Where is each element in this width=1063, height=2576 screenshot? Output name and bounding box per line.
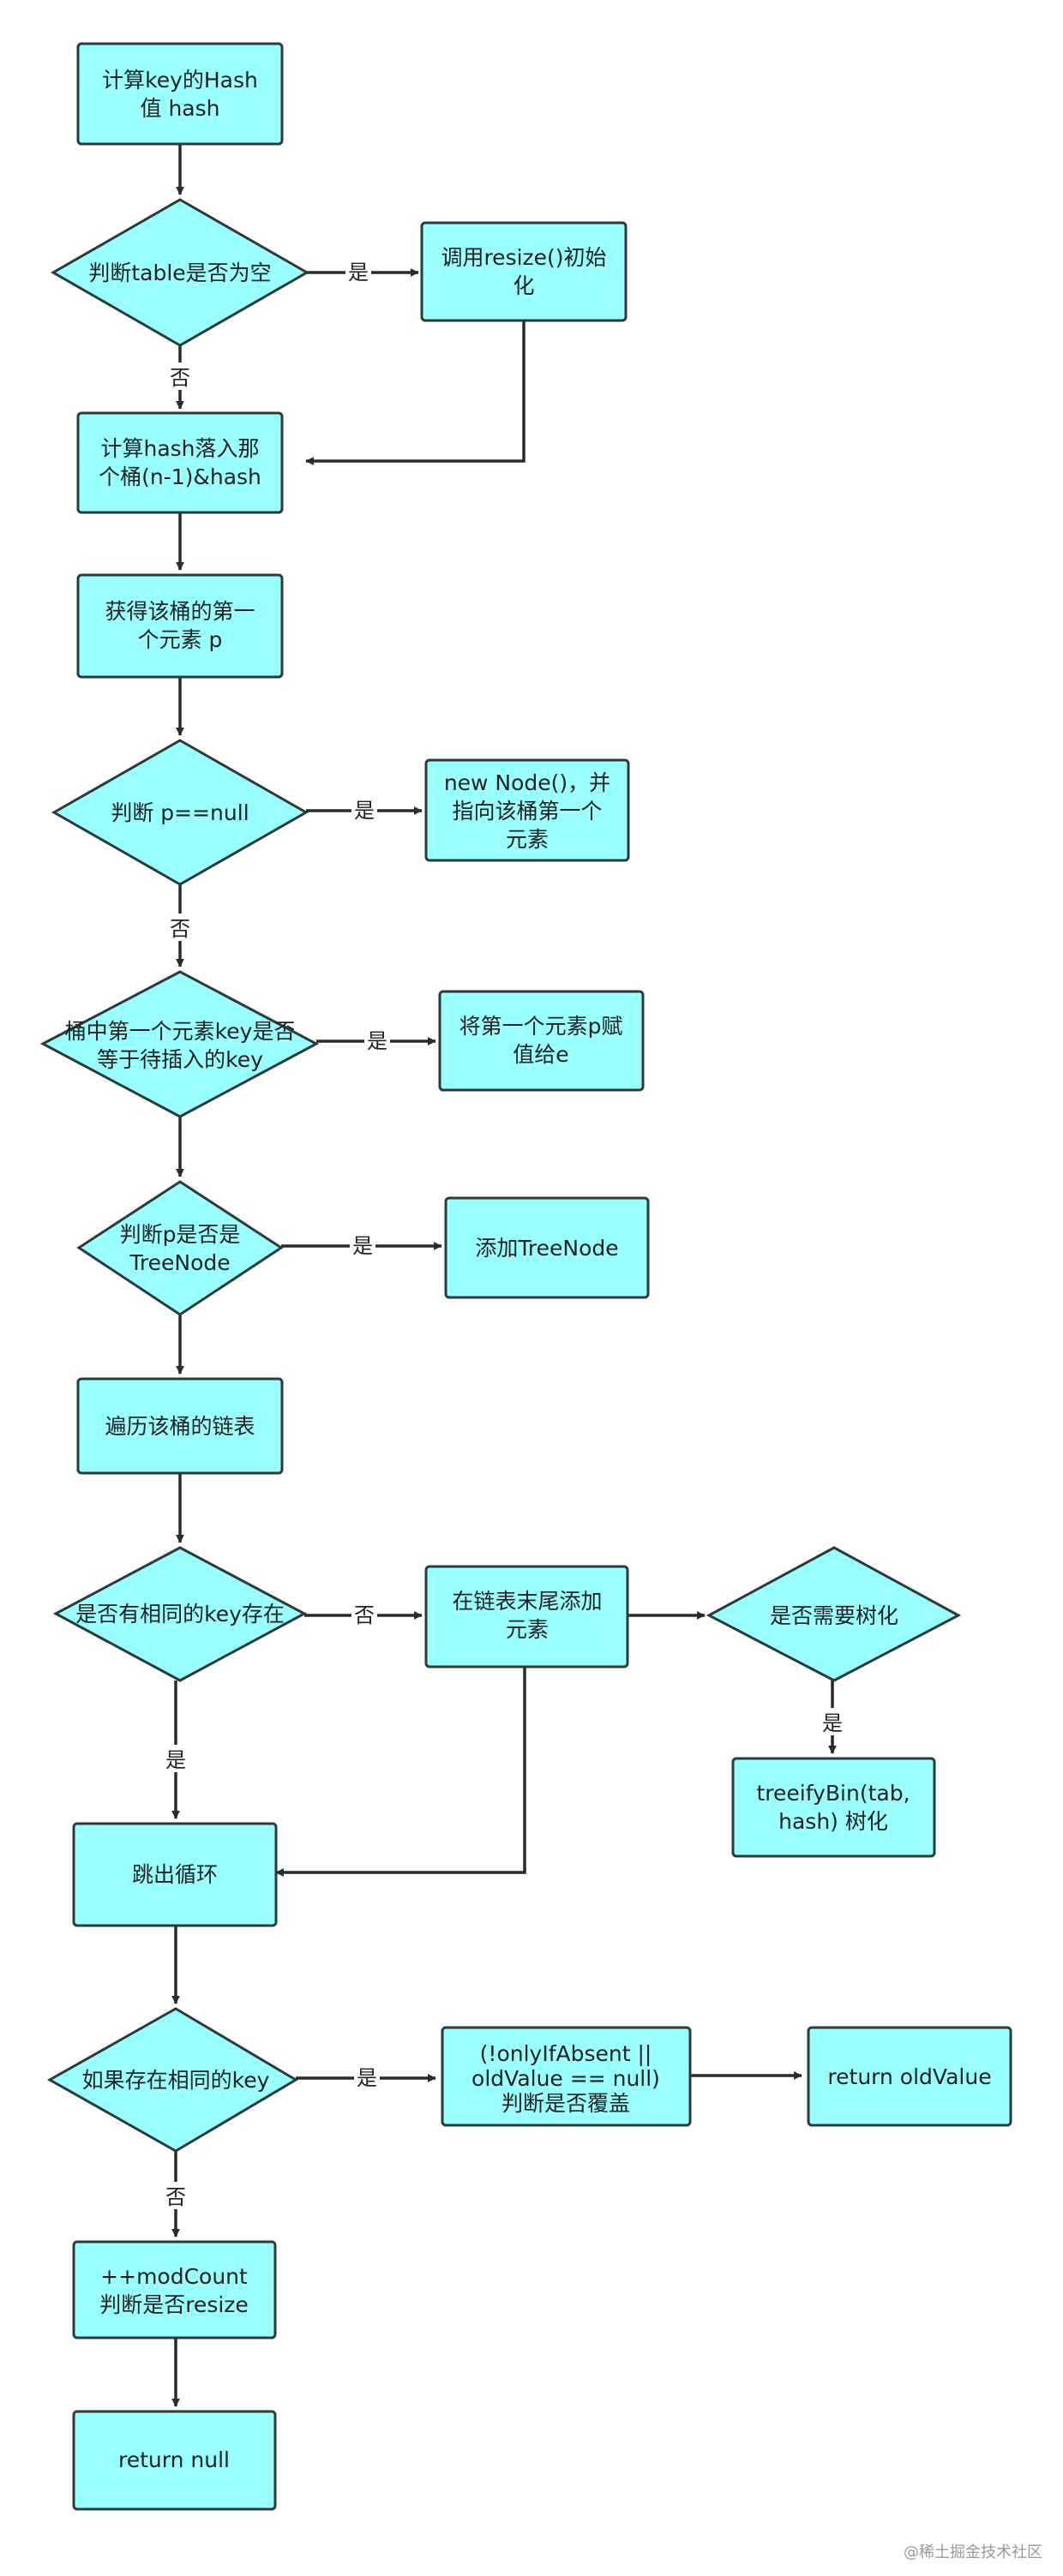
svg-text:将第一个元素p赋: 将第一个元素p赋 bbox=[459, 1014, 623, 1039]
svg-text:桶中第一个元素key是否: 桶中第一个元素key是否 bbox=[65, 1019, 296, 1044]
svg-text:判断是否resize: 判断是否resize bbox=[99, 2292, 249, 2317]
svg-text:否: 否 bbox=[170, 366, 190, 390]
node-resize-init: 调用resize()初始 化 bbox=[420, 221, 628, 322]
svg-text:treeifyBin(tab,: treeifyBin(tab, bbox=[756, 1781, 910, 1806]
svg-text:如果存在相同的key: 如果存在相同的key bbox=[82, 2068, 270, 2093]
svg-text:否: 否 bbox=[165, 2185, 186, 2209]
node-calc-bucket: 计算hash落入那 个桶(n-1)&hash bbox=[76, 411, 284, 514]
svg-text:个元素 p: 个元素 p bbox=[138, 627, 223, 652]
svg-text:return null: return null bbox=[118, 2447, 230, 2472]
node-return-null: return null bbox=[72, 2410, 277, 2511]
node-check-table: 判断table是否为空 bbox=[50, 198, 310, 347]
svg-text:是: 是 bbox=[367, 1029, 387, 1053]
node-get-first: 获得该桶的第一 个元素 p bbox=[76, 573, 284, 679]
svg-text:TreeNode: TreeNode bbox=[129, 1250, 230, 1275]
svg-text:等于待插入的key: 等于待插入的key bbox=[97, 1047, 263, 1072]
svg-text:是: 是 bbox=[352, 1234, 373, 1258]
svg-text:否: 否 bbox=[354, 1603, 375, 1627]
node-check-same-key: 是否有相同的key存在 bbox=[52, 1546, 308, 1682]
svg-text:是: 是 bbox=[165, 1748, 186, 1772]
node-calc-hash: 计算key的Hash 值 hash bbox=[76, 42, 284, 146]
node-check-null: 判断 p==null bbox=[51, 739, 309, 886]
edge-resize-to-calc-bucket bbox=[305, 321, 525, 465]
node-modcount: ++modCount 判断是否resize bbox=[72, 2240, 277, 2339]
svg-text:判断 p==null: 判断 p==null bbox=[111, 800, 249, 825]
svg-text:元素: 元素 bbox=[506, 1617, 549, 1642]
svg-text:是否需要树化: 是否需要树化 bbox=[770, 1603, 898, 1628]
svg-text:判断p是否是: 判断p是否是 bbox=[120, 1222, 241, 1247]
edge-label-yes: 是 bbox=[354, 2063, 380, 2090]
svg-text:遍历该桶的链表: 遍历该桶的链表 bbox=[105, 1414, 255, 1439]
node-check-overwrite: (!onlyIfAbsent || oldValue == null) 判断是否… bbox=[441, 2026, 692, 2127]
watermark: @稀土掘金技术社区 bbox=[904, 2543, 1042, 2561]
edge-label-yes: 是 bbox=[351, 795, 377, 823]
edge-label-yes: 是 bbox=[820, 1708, 845, 1735]
svg-text:元素: 元素 bbox=[506, 827, 549, 852]
svg-text:调用resize()初始: 调用resize()初始 bbox=[441, 245, 606, 270]
edge-label-no: 否 bbox=[167, 914, 193, 941]
edge-label-yes: 是 bbox=[364, 1026, 390, 1053]
svg-text:hash) 树化: hash) 树化 bbox=[778, 1809, 888, 1834]
edge-label-yes: 是 bbox=[163, 1745, 189, 1772]
svg-text:在链表末尾添加: 在链表末尾添加 bbox=[452, 1589, 602, 1614]
node-append-tail: 在链表末尾添加 元素 bbox=[424, 1565, 629, 1668]
svg-text:否: 否 bbox=[170, 917, 190, 941]
svg-text:oldValue == null): oldValue == null) bbox=[471, 2066, 660, 2091]
svg-text:化: 化 bbox=[513, 273, 534, 298]
node-assign-e: 将第一个元素p赋 值给e bbox=[438, 990, 645, 1092]
node-new-node: new Node()，并 指向该桶第一个 元素 bbox=[424, 758, 630, 862]
svg-text:跳出循环: 跳出循环 bbox=[132, 1862, 218, 1887]
svg-text:是: 是 bbox=[357, 2066, 377, 2090]
svg-text:是: 是 bbox=[354, 799, 375, 823]
svg-text:值给e: 值给e bbox=[513, 1042, 568, 1067]
svg-text:值 hash: 值 hash bbox=[141, 96, 220, 121]
svg-text:添加TreeNode: 添加TreeNode bbox=[475, 1236, 618, 1261]
svg-text:是: 是 bbox=[822, 1711, 843, 1735]
node-if-exists: 如果存在相同的key bbox=[46, 2007, 298, 2153]
svg-text:是: 是 bbox=[348, 261, 369, 285]
svg-text:个桶(n-1)&hash: 个桶(n-1)&hash bbox=[99, 464, 261, 489]
node-check-key-eq: 桶中第一个元素key是否 等于待插入的key bbox=[39, 970, 320, 1118]
svg-text:new Node()，并: new Node()，并 bbox=[444, 770, 610, 795]
svg-text:(!onlyIfAbsent ||: (!onlyIfAbsent || bbox=[480, 2041, 652, 2066]
node-check-treeify: 是否需要树化 bbox=[706, 1546, 962, 1682]
edge-label-no: 否 bbox=[351, 1600, 377, 1627]
edge-label-yes: 是 bbox=[350, 1231, 375, 1258]
svg-text:++modCount: ++modCount bbox=[100, 2264, 248, 2289]
edge-label-yes: 是 bbox=[345, 257, 371, 285]
node-break-loop: 跳出循环 bbox=[72, 1822, 278, 1927]
edge-append-to-break bbox=[275, 1667, 526, 1877]
svg-text:是否有相同的key存在: 是否有相同的key存在 bbox=[75, 1602, 285, 1626]
svg-text:获得该桶的第一: 获得该桶的第一 bbox=[105, 599, 255, 624]
svg-text:计算hash落入那: 计算hash落入那 bbox=[100, 436, 259, 461]
svg-text:判断是否覆盖: 判断是否覆盖 bbox=[501, 2091, 630, 2116]
svg-text:计算key的Hash: 计算key的Hash bbox=[102, 68, 258, 93]
node-return-old: return oldValue bbox=[807, 2026, 1012, 2127]
node-traverse: 遍历该桶的链表 bbox=[76, 1377, 284, 1475]
node-treeify: treeifyBin(tab, hash) 树化 bbox=[731, 1757, 936, 1858]
node-add-treenode: 添加TreeNode bbox=[444, 1196, 650, 1299]
svg-text:判断table是否为空: 判断table是否为空 bbox=[88, 261, 271, 285]
edge-label-no: 否 bbox=[167, 362, 193, 390]
node-check-treenode: 判断p是否是 TreeNode bbox=[76, 1180, 284, 1316]
svg-text:指向该桶第一个: 指向该桶第一个 bbox=[452, 799, 602, 824]
edge-label-no: 否 bbox=[163, 2182, 189, 2209]
svg-text:return oldValue: return oldValue bbox=[827, 2064, 991, 2089]
